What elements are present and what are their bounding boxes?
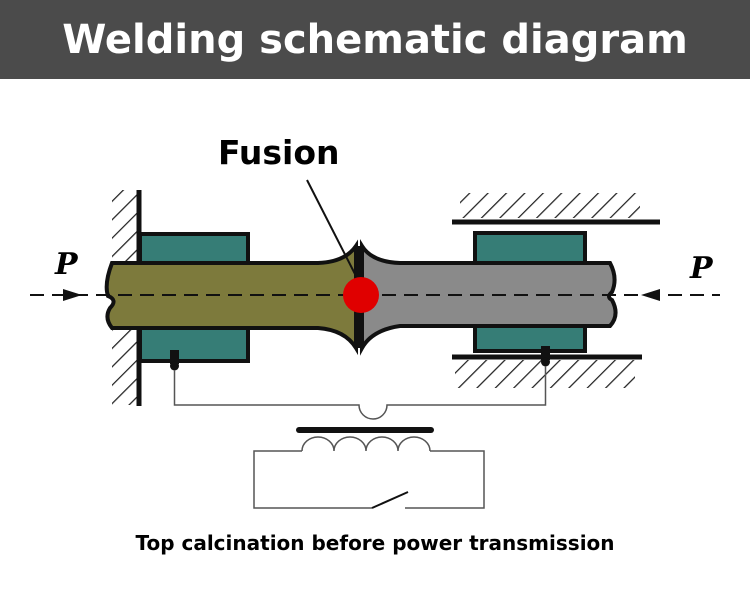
right-top-hatch: [460, 193, 640, 218]
right-workpiece-rod: [360, 239, 618, 356]
force-left-label: P: [55, 247, 78, 282]
primary-circuit: [253, 436, 485, 509]
force-right-label: P: [690, 251, 713, 286]
primary-wire-right: [405, 450, 485, 509]
fusion-leader-line: [306, 179, 357, 277]
secondary-circuit: [173, 366, 547, 420]
right-contact: [541, 346, 550, 360]
diagram-caption: Top calcination before power transmissio…: [135, 531, 615, 555]
title-banner: Welding schematic diagram: [0, 0, 750, 79]
right-force-arrow-icon: [641, 289, 660, 301]
primary-wire-left: [253, 450, 372, 509]
fusion-label: Fusion: [218, 133, 340, 172]
right-contact-tip: [541, 357, 550, 367]
switch-icon[interactable]: [371, 491, 409, 509]
fusion-point: [343, 277, 379, 313]
page-title: Welding schematic diagram: [62, 16, 688, 63]
left-force-arrow-icon: [63, 289, 82, 301]
transformer-coil-icon: [301, 436, 431, 452]
secondary-wire: [173, 366, 547, 420]
left-contact-tip: [170, 361, 179, 371]
left-contact: [170, 350, 179, 364]
